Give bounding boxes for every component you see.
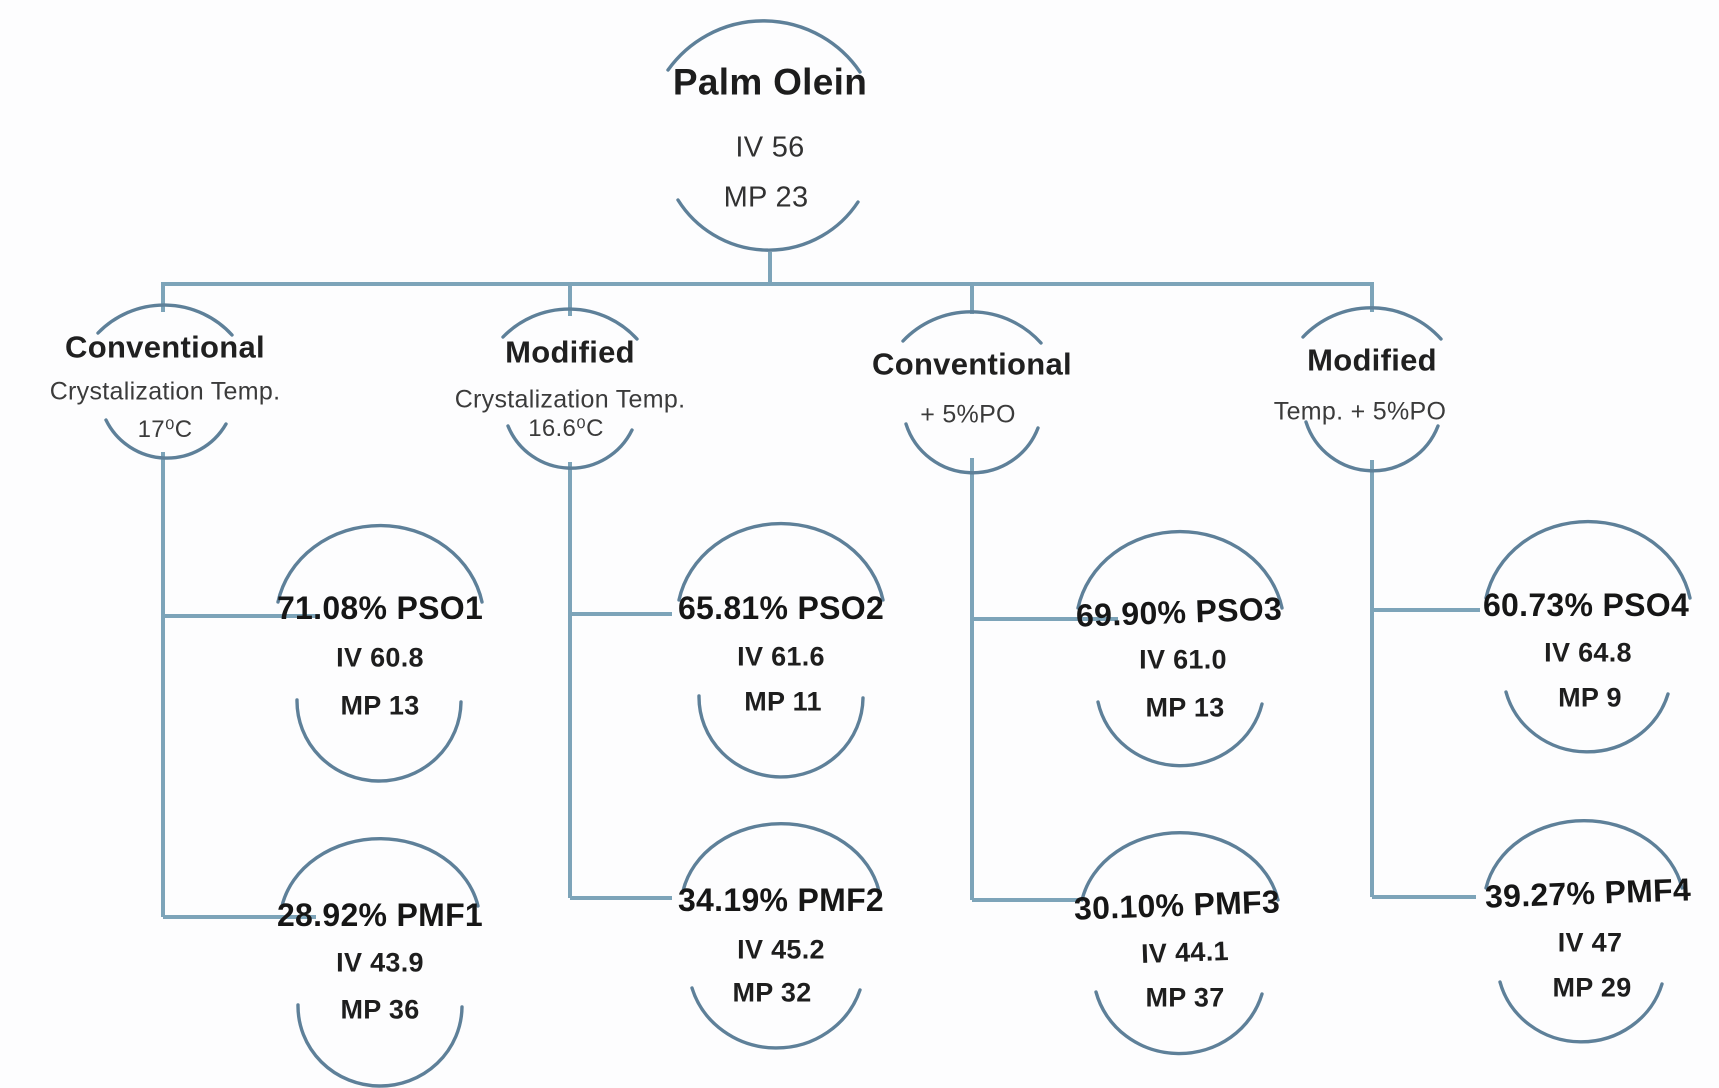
- pmf2-node-bottom-arc: [690, 986, 862, 1050]
- pmf2-label: 34.19% PMF2: [677, 882, 885, 918]
- pmf1-node-top-arc: [280, 837, 480, 908]
- pso2-iv: IV 61.6: [737, 641, 825, 672]
- branch1-title: Conventional: [65, 329, 265, 365]
- pmf4-mp: MP 29: [1552, 972, 1632, 1003]
- root-node-iv: IV 56: [735, 131, 805, 164]
- pmf3-node-bottom-arc: [1094, 990, 1264, 1056]
- branch4-subtitle: Temp. + 5%PO: [1273, 397, 1447, 426]
- pso1-node-bottom-arc: [295, 698, 463, 783]
- pso1-mp: MP 13: [340, 690, 420, 721]
- branch1-node-top-arc: [96, 303, 234, 337]
- pmf1-node-bottom-arc: [296, 1003, 464, 1088]
- pmf4-iv: IV 47: [1557, 927, 1623, 958]
- pmf2-iv: IV 45.2: [737, 934, 825, 965]
- branch4-title: Modified: [1307, 342, 1437, 378]
- pso3-iv: IV 61.0: [1139, 644, 1227, 675]
- pmf4-node-top-arc: [1484, 819, 1684, 890]
- branch2-node-top-arc: [501, 307, 639, 341]
- node-arcs: [96, 19, 1692, 1088]
- pso2-node-top-arc: [677, 521, 885, 602]
- pmf3-node-top-arc: [1080, 831, 1280, 902]
- pso3-node-bottom-arc: [1096, 700, 1264, 768]
- pmf3-label: 30.10% PMF3: [1073, 883, 1281, 927]
- root-node-mp: MP 23: [723, 181, 809, 214]
- pso1-iv: IV 60.8: [336, 642, 424, 673]
- connector-lines: [161, 252, 1480, 919]
- branch1-node-bottom-arc: [104, 418, 228, 460]
- branch3-subtitle: + 5%PO: [920, 400, 1016, 429]
- pso3-mp: MP 13: [1145, 692, 1225, 723]
- pso1-label: 71.08% PSO1: [276, 590, 484, 626]
- branch3-title: Conventional: [872, 346, 1072, 382]
- pso4-node-bottom-arc: [1504, 690, 1670, 754]
- pso3-label: 69.90% PSO3: [1075, 590, 1283, 634]
- pmf1-mp: MP 36: [340, 994, 420, 1025]
- pmf3-mp: MP 37: [1145, 982, 1225, 1013]
- pso4-node-top-arc: [1484, 519, 1692, 600]
- pmf3-iv: IV 44.1: [1140, 935, 1230, 970]
- pmf4-node-bottom-arc: [1498, 980, 1664, 1044]
- branch4-node-top-arc: [1301, 306, 1443, 341]
- pso2-node-bottom-arc: [697, 694, 865, 779]
- branch2-temp: 16.6⁰C: [528, 415, 604, 442]
- branch2-title: Modified: [505, 334, 635, 370]
- pso2-mp: MP 11: [744, 686, 822, 717]
- root-node-top-arc: [666, 19, 862, 74]
- pmf2-node-top-arc: [681, 822, 881, 893]
- branch1-subtitle: Crystalization Temp.: [49, 377, 281, 406]
- branch2-node-bottom-arc: [506, 424, 634, 470]
- pso2-label: 65.81% PSO2: [677, 590, 885, 626]
- branch3-node-bottom-arc: [904, 422, 1040, 475]
- pmf1-label: 28.92% PMF1: [276, 897, 484, 933]
- branch4-node-bottom-arc: [1304, 420, 1440, 473]
- pso4-label: 60.73% PSO4: [1482, 587, 1690, 623]
- root-node-bottom-arc: [676, 198, 860, 252]
- branch2-subtitle: Crystalization Temp.: [454, 385, 686, 414]
- root-node-title: Palm Olein: [672, 61, 868, 103]
- pso4-iv: IV 64.8: [1544, 637, 1632, 668]
- branch1-temp: 17⁰C: [137, 416, 193, 443]
- pso4-mp: MP 9: [1558, 682, 1622, 713]
- pmf2-mp: MP 32: [732, 977, 812, 1008]
- branch3-node-top-arc: [901, 310, 1043, 345]
- pso1-node-top-arc: [276, 523, 484, 604]
- pmf1-iv: IV 43.9: [336, 947, 424, 978]
- pso3-node-top-arc: [1076, 529, 1284, 610]
- pmf4-label: 39.27% PMF4: [1484, 871, 1692, 915]
